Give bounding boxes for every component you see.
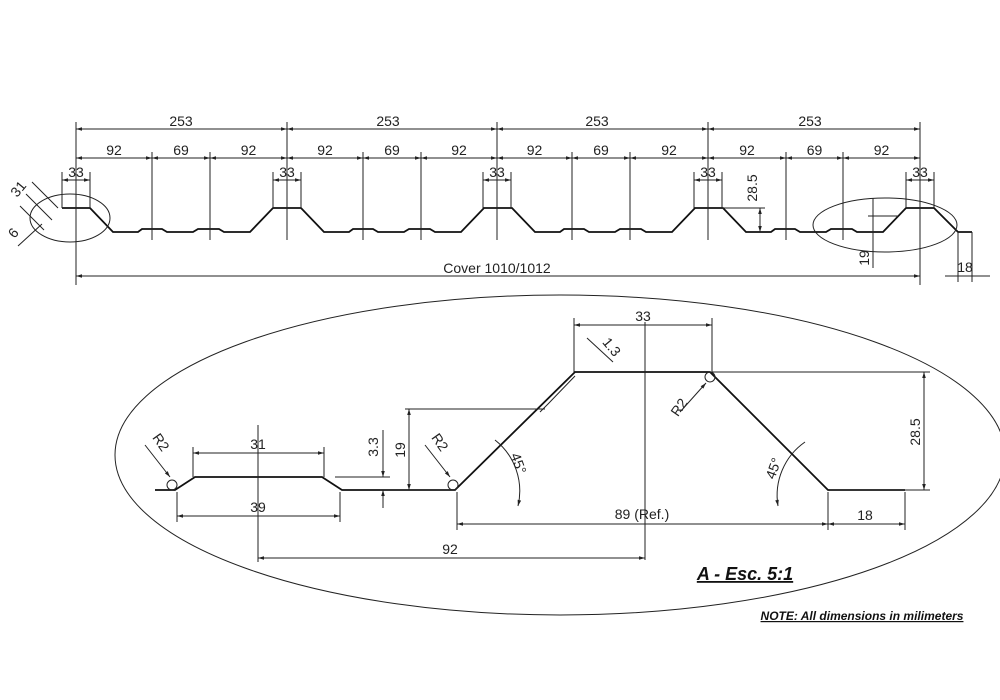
extension-line — [905, 172, 935, 208]
dim-crest-label: 33 — [700, 164, 716, 180]
dim-sub-label: 92 — [874, 142, 890, 158]
radius-label-3: R2 — [667, 395, 690, 419]
dim-sub-label: 92 — [241, 142, 257, 158]
detail-view — [114, 294, 1000, 616]
angle-label-1: 45° — [508, 451, 530, 476]
dim-sub-label: 92 — [739, 142, 755, 158]
dim-pan-height: 19 — [856, 250, 872, 266]
dim-pitch: 92 — [442, 541, 458, 557]
dim-crest-label: 33 — [68, 164, 84, 180]
dim-sub-label: 92 — [317, 142, 333, 158]
profile-outline — [62, 207, 972, 233]
dim-line-pan-height — [868, 198, 898, 268]
extension-line — [482, 172, 512, 208]
dim-sub-label: 69 — [807, 142, 823, 158]
extension-line — [61, 172, 91, 208]
dim-stiffener-rise: 3.3 — [365, 437, 381, 457]
dim-module-4: 253 — [798, 113, 822, 129]
dim-crest: 33 — [635, 308, 651, 324]
dim-edge: 18 — [857, 507, 873, 523]
dim-height: 28.5 — [907, 418, 923, 445]
detail-callout-left — [29, 193, 111, 243]
dim-skew-6: 6 — [5, 225, 22, 241]
dim-sub-label: 92 — [106, 142, 122, 158]
dim-pan-rise: 19 — [392, 442, 408, 458]
dim-module-1: 253 — [169, 113, 193, 129]
radius-label-2: R2 — [428, 430, 451, 454]
dim-sub-label: 69 — [173, 142, 189, 158]
dim-line-skew — [17, 181, 59, 247]
dim-sub-label: 92 — [451, 142, 467, 158]
dim-thickness: 1.3 — [599, 334, 624, 359]
top-view — [17, 122, 990, 285]
dim-sub-label: 92 — [527, 142, 543, 158]
dim-stiffener-base: 39 — [250, 499, 266, 515]
cover-label: Cover 1010/1012 — [443, 260, 551, 276]
dim-crest-label: 33 — [912, 164, 928, 180]
dim-slope-ref: 89 (Ref.) — [615, 506, 669, 522]
dim-module-2: 253 — [376, 113, 400, 129]
dim-sub-label: 92 — [661, 142, 677, 158]
extension-line — [272, 172, 302, 208]
angle-label-2: 45° — [762, 456, 784, 481]
detail-title: A - Esc. 5:1 — [696, 564, 793, 584]
dim-rib-height: 28.5 — [744, 174, 760, 201]
dim-crest-label: 33 — [489, 164, 505, 180]
dim-stiffener-top: 31 — [250, 436, 266, 452]
dim-sub-label: 69 — [593, 142, 609, 158]
dim-line-edge — [945, 232, 990, 282]
dim-crest-label: 33 — [279, 164, 295, 180]
dim-skew-31: 31 — [7, 178, 29, 200]
note: NOTE: All dimensions in milimeters — [761, 609, 964, 623]
radius-label-1: R2 — [149, 430, 172, 454]
detail-callout-right — [812, 197, 958, 253]
dim-edge-18: 18 — [957, 259, 973, 275]
dim-sub-label: 69 — [384, 142, 400, 158]
extension-line — [693, 172, 723, 208]
dim-module-3: 253 — [585, 113, 609, 129]
